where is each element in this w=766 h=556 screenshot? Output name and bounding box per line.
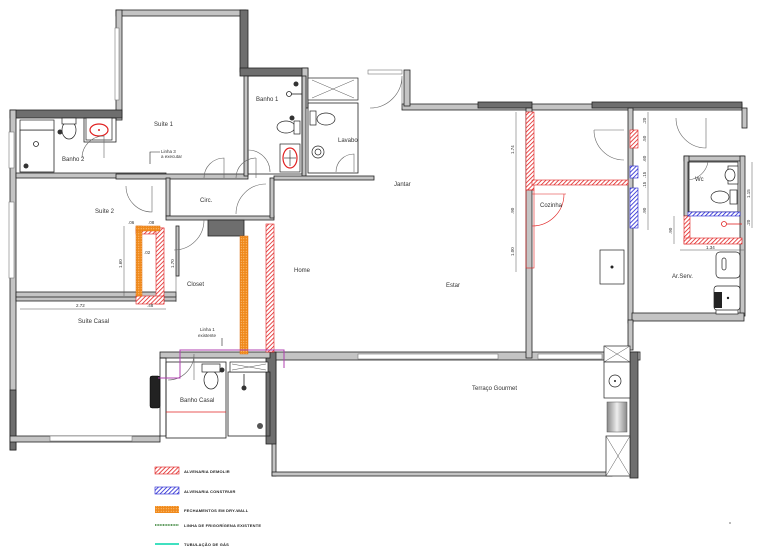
- dim-closet-door: 1.70: [170, 259, 175, 268]
- room-circ: Circ.: [200, 198, 213, 204]
- svg-text:ALVENARIA CONSTRUIR: ALVENARIA CONSTRUIR: [184, 489, 236, 494]
- legend-item-drywall: FECHAMENTOS EM DRY-WALL: [155, 506, 249, 513]
- svg-text:existente: existente: [198, 333, 217, 338]
- drywall-walls: [135, 225, 249, 355]
- room-estar: Estar: [446, 283, 460, 289]
- dim-right-4: .15: [642, 171, 647, 178]
- dim-right-5: .15: [642, 181, 647, 188]
- refrigerant-line: [158, 349, 285, 379]
- svg-text:TUBULAÇÃO DE GÁS: TUBULAÇÃO DE GÁS: [184, 542, 229, 547]
- dim-cozinha-3: 1.00: [510, 247, 515, 256]
- linha3-note: Linha 3 a executar: [149, 149, 183, 164]
- dim-suite2-width: 2.72: [76, 303, 85, 308]
- svg-text:FECHAMENTOS EM DRY-WALL: FECHAMENTOS EM DRY-WALL: [184, 508, 249, 513]
- legend-item-demolish: ALVENARIA DEMOLIR: [154, 466, 230, 475]
- dim-right-3: .60: [642, 155, 647, 162]
- dim-wc-height: 1.15: [746, 189, 751, 198]
- room-suite1: Suíte 1: [154, 122, 174, 128]
- room-lavabo: Lavabo: [338, 138, 358, 144]
- dim-wc-gap: .20: [746, 219, 751, 226]
- room-banho-casal: Banho Casal: [180, 398, 214, 404]
- dim-right-6: .90: [642, 207, 647, 214]
- room-suite2: Suíte 2: [95, 209, 115, 215]
- dim-closet-top1: .06: [128, 220, 135, 225]
- room-suite-casal: Suíte Casal: [78, 319, 109, 325]
- room-wc: Wc: [695, 177, 704, 183]
- legend-item-build: ALVENARIA CONSTRUIR: [154, 486, 236, 495]
- room-jantar: Jantar: [394, 182, 411, 188]
- dim-closet-height: 1.60: [118, 259, 123, 268]
- interior-walls: [15, 75, 739, 439]
- svg-text:LINHA DE FRIGORÍGENA EXISTENTE: LINHA DE FRIGORÍGENA EXISTENTE: [184, 523, 261, 528]
- room-banho1: Banho 1: [256, 97, 279, 103]
- dim-closet-gap: .02: [144, 250, 151, 255]
- legend-item-refrigerant: LINHA DE FRIGORÍGENA EXISTENTE: [155, 523, 261, 528]
- dim-ar-height: .90: [668, 227, 673, 234]
- dim-closet-width: .48: [147, 303, 154, 308]
- svg-text:Linha 1: Linha 1: [200, 327, 215, 332]
- dim-right-1: .20: [642, 117, 647, 124]
- room-terraco-gourmet: Terraço Gourmet: [472, 386, 517, 392]
- dim-cozinha-1: 1.74: [510, 145, 515, 154]
- door-swings: [81, 75, 709, 381]
- svg-text:ALVENARIA DEMOLIR: ALVENARIA DEMOLIR: [184, 469, 230, 474]
- build-walls: [629, 165, 741, 229]
- linha1-note: Linha 1 existente: [198, 327, 223, 346]
- dim-ar-width: 1.34: [706, 245, 715, 250]
- room-home: Home: [294, 268, 311, 274]
- svg-text:Linha 3: Linha 3: [161, 149, 176, 154]
- room-ar-serv: Ar.Serv.: [672, 274, 693, 280]
- svg-text:a executar: a executar: [161, 154, 183, 159]
- room-banho2: Banho 2: [62, 157, 85, 163]
- room-closet: Closet: [187, 282, 204, 288]
- legend: ALVENARIA DEMOLIR ALVENARIA CONSTRUIR FE…: [154, 466, 261, 547]
- legend-item-gas: TUBULAÇÃO DE GÁS: [155, 542, 229, 547]
- outer-walls: [8, 9, 748, 479]
- dim-closet-top2: .08: [148, 220, 155, 225]
- dim-cozinha-2: .90: [510, 207, 515, 214]
- sanitary-fixtures: [23, 81, 741, 429]
- room-cozinha: Cozinha: [540, 203, 563, 209]
- dimension-lines: [20, 112, 753, 310]
- dim-right-2: .50: [642, 135, 647, 142]
